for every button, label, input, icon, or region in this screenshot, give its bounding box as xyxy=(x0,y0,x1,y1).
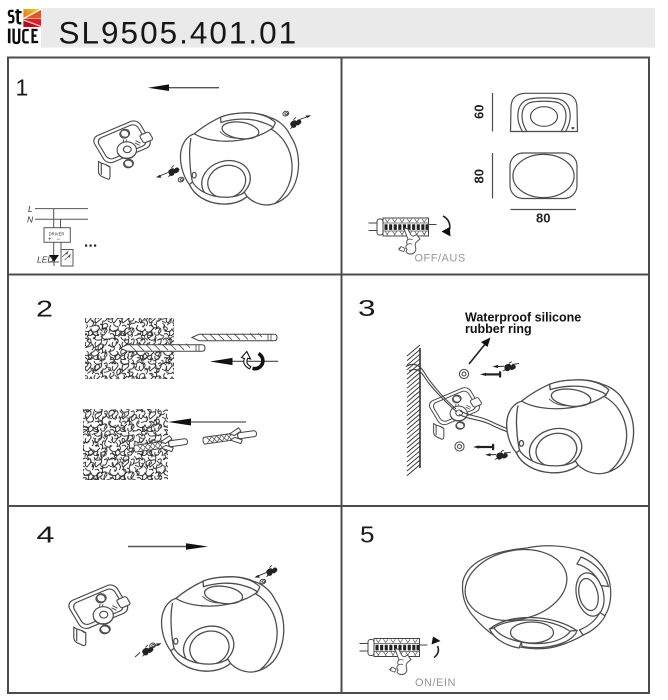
svg-text:60: 60 xyxy=(472,105,487,119)
svg-text:+−: +− xyxy=(48,237,65,243)
svg-text:80: 80 xyxy=(536,211,550,226)
svg-text:ON/EIN: ON/EIN xyxy=(415,677,456,689)
svg-text:OFF/AUS: OFF/AUS xyxy=(415,253,466,265)
svg-text:5: 5 xyxy=(360,522,375,548)
svg-text:Waterproof silicone: Waterproof silicone xyxy=(465,311,581,325)
svg-text:1: 1 xyxy=(16,75,29,101)
svg-text:N: N xyxy=(27,215,34,225)
svg-text:3: 3 xyxy=(358,295,376,321)
svg-text:LED: LED xyxy=(37,255,54,265)
svg-text:rubber ring: rubber ring xyxy=(465,322,532,336)
svg-text:SL9505.401.01: SL9505.401.01 xyxy=(59,15,299,51)
svg-text:2: 2 xyxy=(36,296,53,322)
svg-text:80: 80 xyxy=(472,169,487,183)
svg-text:4: 4 xyxy=(37,522,55,548)
svg-text:L: L xyxy=(28,204,33,214)
svg-text:DRIVER: DRIVER xyxy=(49,232,65,237)
